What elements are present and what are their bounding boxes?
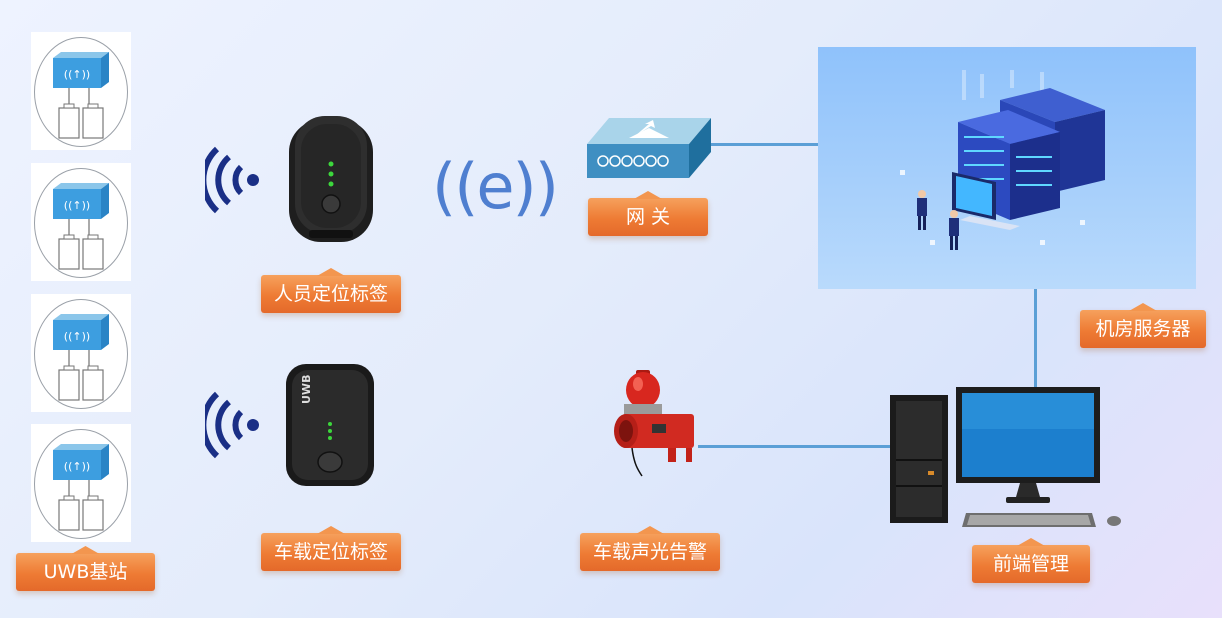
label-personnel-tag: 人员定位标签 xyxy=(261,275,401,313)
wifi-signal-icon xyxy=(205,391,259,459)
label-server-room: 机房服务器 xyxy=(1080,310,1206,348)
gateway-router-icon xyxy=(587,118,711,178)
vehicle-tag-icon: UWB xyxy=(286,364,374,486)
base-station-3: ((↑)) xyxy=(31,294,131,412)
svg-text:((↑)): ((↑)) xyxy=(64,460,90,473)
label-vehicle-tag: 车载定位标签 xyxy=(261,533,401,571)
svg-text:((↑)): ((↑)) xyxy=(64,68,90,81)
label-uwb-station: UWB基站 xyxy=(16,553,155,591)
server-frontend-link xyxy=(1034,226,1037,391)
wifi-signal-icon xyxy=(205,146,259,214)
personnel-tag-icon xyxy=(289,116,373,242)
uwb-base-station-icon: ((↑)) xyxy=(53,314,109,401)
uwb-base-station-icon: ((↑)) xyxy=(53,444,109,531)
svg-text:((↑)): ((↑)) xyxy=(64,199,90,212)
server-rack-icon xyxy=(900,70,1105,250)
base-station-1: ((↑)) xyxy=(31,32,131,150)
uwb-base-station-icon: ((↑)) xyxy=(53,52,109,139)
alarm-siren-icon xyxy=(614,370,694,477)
label-frontend: 前端管理 xyxy=(972,545,1090,583)
base-station-2: ((↑)) xyxy=(31,163,131,281)
wireless-symbol: ((e)) xyxy=(432,150,559,223)
desktop-computer-icon xyxy=(890,387,1121,527)
device-brand-text: UWB xyxy=(300,375,313,404)
label-alarm: 车载声光告警 xyxy=(580,533,720,571)
base-station-4: ((↑)) xyxy=(31,424,131,542)
alarm-frontend-link xyxy=(698,445,894,448)
svg-text:((↑)): ((↑)) xyxy=(64,330,90,343)
uwb-base-station-icon: ((↑)) xyxy=(53,183,109,270)
label-gateway: 网 关 xyxy=(588,198,708,236)
